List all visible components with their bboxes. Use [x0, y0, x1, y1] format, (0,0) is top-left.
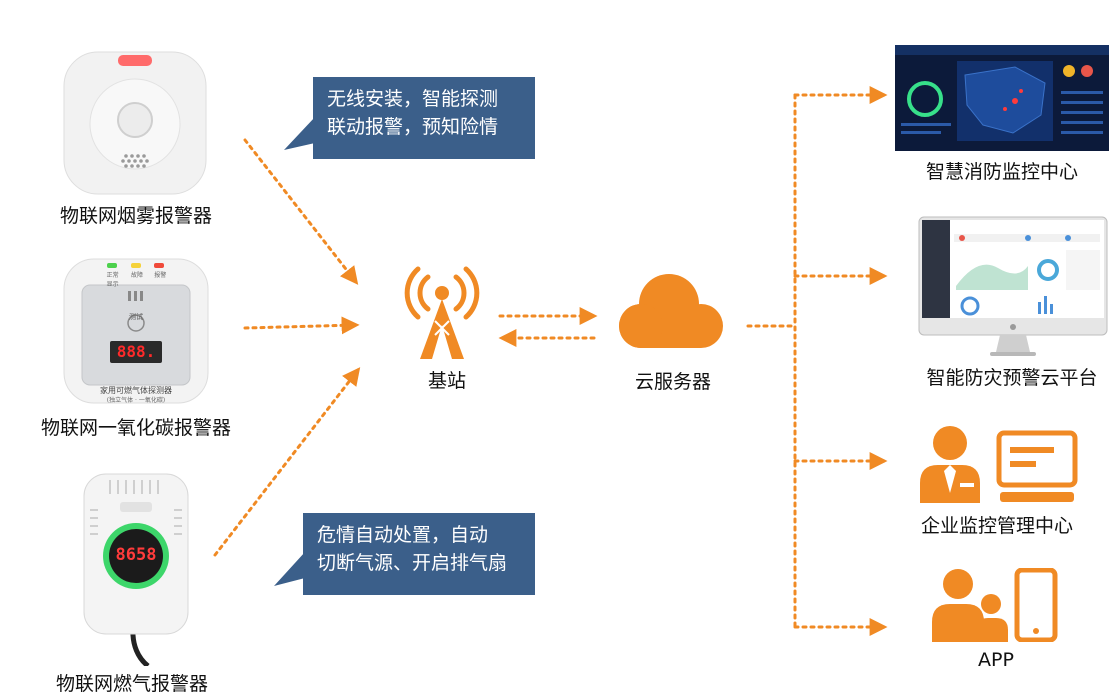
co-caption: 家用可燃气体探测器 — [100, 386, 172, 395]
smoke-to-tower-line — [243, 138, 359, 285]
callout-bottom-line2: 切断气源、开启排气扇 — [317, 552, 508, 574]
computer-icon — [996, 430, 1078, 504]
co-detector-image: 正常 显示 故障 报警 测试 888. 家用可燃气体探测器 (独立气体 · 一氧… — [62, 257, 210, 405]
output-fire-monitor-label: 智慧消防监控中心 — [925, 161, 1079, 183]
tower-label: 基站 — [427, 370, 467, 392]
callout-top-line1: 无线安装，智能探测 — [327, 88, 499, 110]
callout-bottom-line1: 危情自动处置，自动 — [317, 524, 489, 546]
smoke-detector-label: 物联网烟雾报警器 — [59, 205, 213, 227]
cloud-icon — [613, 268, 728, 360]
smoke-detector-image — [62, 50, 208, 196]
tower-icon — [402, 265, 482, 360]
co-indicator-normal: 正常 显示 — [106, 272, 119, 288]
callout-top-tail — [284, 117, 315, 150]
output-app-label: APP — [978, 649, 1014, 671]
callout-bottom-tail — [274, 552, 305, 586]
people-icon — [930, 568, 1010, 642]
gas-detector-label: 物联网燃气报警器 — [55, 673, 209, 695]
fire-monitor-screenshot — [895, 45, 1109, 151]
phone-icon — [1014, 567, 1058, 643]
co-to-tower-line — [243, 316, 360, 335]
monitor-icon — [918, 216, 1108, 358]
callout-bottom: 危情自动处置，自动 切断气源、开启排气扇 — [303, 513, 535, 595]
gas-detector-image: 8658 — [80, 470, 192, 668]
callout-top-line2: 联动报警，预知险情 — [327, 116, 499, 138]
co-indicator-fault: 故障 — [130, 272, 143, 279]
co-display: 888. — [116, 342, 156, 361]
gas-display: 8658 — [115, 545, 157, 565]
cloud-label: 云服务器 — [634, 371, 712, 393]
output-cloud-platform-label: 智能防灾预警云平台 — [926, 367, 1098, 389]
gas-to-tower-line — [213, 367, 361, 557]
co-subcaption: (独立气体 · 一氧化碳) — [106, 397, 166, 404]
callout-top: 无线安装，智能探测 联动报警，预知险情 — [313, 77, 535, 159]
co-indicator-alarm: 报警 — [154, 272, 167, 279]
user-icon — [918, 425, 1004, 503]
output-enterprise-label: 企业监控管理中心 — [920, 515, 1074, 537]
co-test-label: 测试 — [129, 313, 143, 321]
co-detector-label: 物联网一氧化碳报警器 — [40, 417, 232, 439]
